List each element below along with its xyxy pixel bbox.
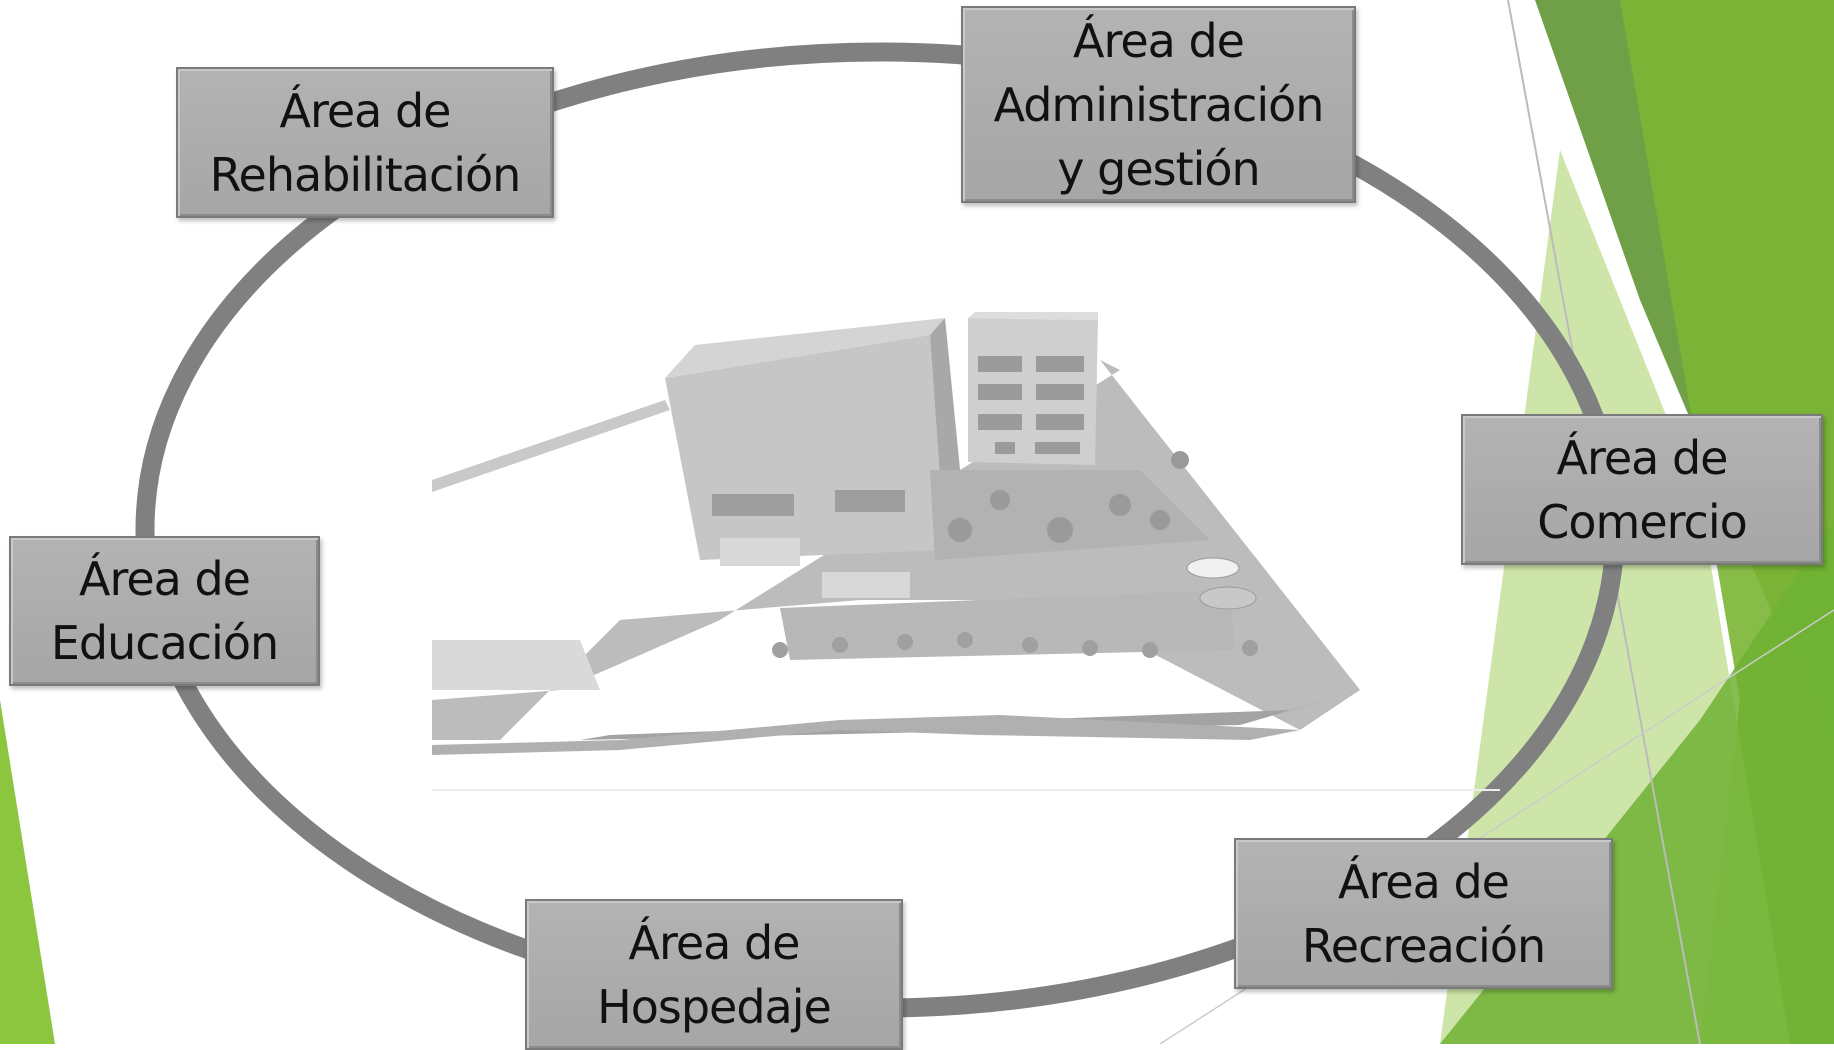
area-title-rehabilitacion-line-2: Rehabilitación <box>209 147 522 202</box>
area-box-rehabilitacion: Área de Rehabilitación <box>176 67 554 218</box>
area-title-hospedaje-line-2: Hospedaje <box>597 979 832 1034</box>
area-title-educacion-line-1: Área de <box>79 552 251 606</box>
area-title-recreacion-line-2: Recreación <box>1301 918 1546 973</box>
area-title-educacion-line-2: Educación <box>50 616 279 670</box>
green-band-left <box>0 700 55 1044</box>
area-title-administracion-line-3: y gestión <box>1057 141 1260 196</box>
building-render-icon <box>432 312 1500 791</box>
area-box-educacion: Área de Educación <box>9 536 320 686</box>
area-title-recreacion-line-1: Área de <box>1338 854 1510 909</box>
green-band-right-bright <box>1440 520 1834 1044</box>
area-title-comercio-line-2: Comercio <box>1537 494 1747 549</box>
area-title-comercio-line-1: Área de <box>1556 430 1729 485</box>
area-title-hospedaje-line-1: Área de <box>628 915 801 970</box>
area-title-rehabilitacion-line-1: Área de <box>279 83 452 138</box>
area-box-comercio: Área de Comercio <box>1461 414 1823 565</box>
area-box-recreacion: Área de Recreación <box>1234 838 1613 989</box>
area-box-hospedaje: Área de Hospedaje <box>525 899 903 1050</box>
area-title-administracion-line-1: Área de <box>1073 13 1245 68</box>
area-box-administracion: Área de Administración y gestión <box>961 6 1356 203</box>
area-title-administracion-line-2: Administración <box>993 77 1325 132</box>
